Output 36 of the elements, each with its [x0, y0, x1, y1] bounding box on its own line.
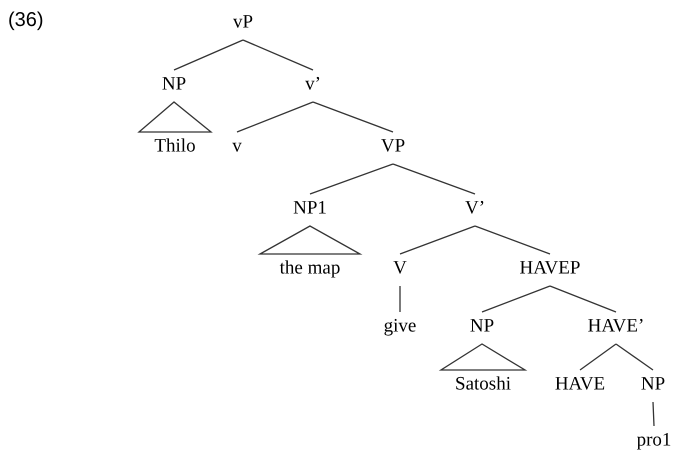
- tree-label: NP: [162, 74, 186, 94]
- tree-label: HAVE: [554, 374, 606, 394]
- tree-label: VP: [380, 136, 406, 156]
- tree-branch: [474, 225, 550, 255]
- tree-label: vP: [232, 12, 254, 32]
- tree-label: HAVE’: [588, 316, 644, 336]
- tree-branch: [174, 39, 244, 71]
- tree-branch: [312, 101, 394, 133]
- triangle-roof: [438, 343, 528, 371]
- tree-branch: [400, 225, 476, 255]
- tree-label: NP: [470, 316, 494, 336]
- tree-branch: [550, 285, 616, 313]
- tree-label: v: [232, 136, 242, 156]
- tree-label: Satoshi: [455, 374, 511, 394]
- tree-label: NP: [640, 374, 666, 394]
- tree-branch: [399, 286, 401, 312]
- tree-branch: [580, 343, 616, 371]
- tree-branch: [482, 285, 550, 313]
- example-number: (36): [8, 10, 44, 30]
- tree-label: pro1: [636, 430, 672, 450]
- tree-branch: [236, 101, 314, 133]
- tree-branch: [310, 163, 394, 195]
- tree-label: HAVEP: [520, 258, 580, 278]
- tree-branch: [652, 402, 655, 426]
- tree-label: NP1: [293, 198, 327, 218]
- triangle-roof: [137, 101, 213, 133]
- tree-label: the map: [280, 258, 340, 278]
- tree-label: Thilo: [154, 136, 196, 156]
- tree-branch: [392, 163, 476, 195]
- tree-label: V: [393, 258, 407, 278]
- tree-branch: [242, 39, 314, 71]
- triangle-roof: [258, 225, 362, 255]
- tree-branch: [616, 343, 654, 371]
- tree-label: V’: [464, 198, 486, 218]
- tree-label: v’: [305, 74, 321, 94]
- tree-label: give: [384, 316, 416, 336]
